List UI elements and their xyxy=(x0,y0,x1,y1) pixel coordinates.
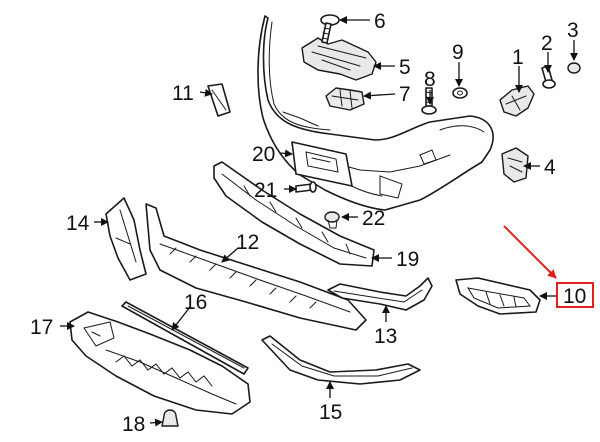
part-6-bolt xyxy=(320,14,340,44)
callout-20: 20 xyxy=(252,143,275,166)
callout-9: 9 xyxy=(452,41,464,64)
part-9-washer xyxy=(452,87,468,99)
callout-15: 15 xyxy=(319,401,342,424)
callout-labels: 1 2 3 4 5 6 7 8 9 10 11 12 13 14 15 16 1… xyxy=(30,10,586,436)
callout-21: 21 xyxy=(254,179,277,202)
callout-2: 2 xyxy=(541,32,553,55)
part-20-plate-bracket xyxy=(291,141,353,187)
part-21-bolt xyxy=(295,181,317,193)
callout-14: 14 xyxy=(66,212,90,235)
leader-lines xyxy=(60,16,578,427)
part-22-clip xyxy=(324,211,340,229)
part-17-skid-plate xyxy=(69,311,251,415)
part-19-absorber xyxy=(213,161,375,267)
callout-22: 22 xyxy=(362,207,385,230)
callout-4: 4 xyxy=(544,156,556,179)
callout-18: 18 xyxy=(122,413,145,436)
callout-7: 7 xyxy=(399,83,411,106)
callout-3: 3 xyxy=(567,19,579,42)
part-12-lower-grille xyxy=(145,203,367,331)
callout-11: 11 xyxy=(172,82,194,105)
part-13-trim xyxy=(327,277,433,311)
callout-5: 5 xyxy=(399,56,411,79)
part-18-clip xyxy=(161,409,179,427)
callout-1: 1 xyxy=(512,46,524,69)
part-10-fog-bezel xyxy=(455,277,541,315)
callout-12: 12 xyxy=(236,231,259,254)
highlight-box-10 xyxy=(556,282,594,308)
callout-16: 16 xyxy=(184,291,207,314)
part-8-bolt xyxy=(421,87,437,115)
part-1-bracket xyxy=(499,85,535,117)
callout-8: 8 xyxy=(424,68,436,91)
part-15-lower-trim xyxy=(261,335,421,385)
part-5-bracket xyxy=(301,37,377,81)
callout-17: 17 xyxy=(30,316,53,339)
part-7-bracket xyxy=(325,87,365,111)
part-11-reflector xyxy=(207,83,231,117)
part-16-strip xyxy=(121,301,249,375)
callout-19: 19 xyxy=(396,248,419,271)
callout-13: 13 xyxy=(374,325,397,348)
part-3-clip xyxy=(567,62,581,74)
callout-10: 10 xyxy=(563,285,586,308)
part-4-bracket xyxy=(501,147,529,183)
part-14-side-bracket xyxy=(105,197,147,281)
callout-6: 6 xyxy=(374,10,386,33)
